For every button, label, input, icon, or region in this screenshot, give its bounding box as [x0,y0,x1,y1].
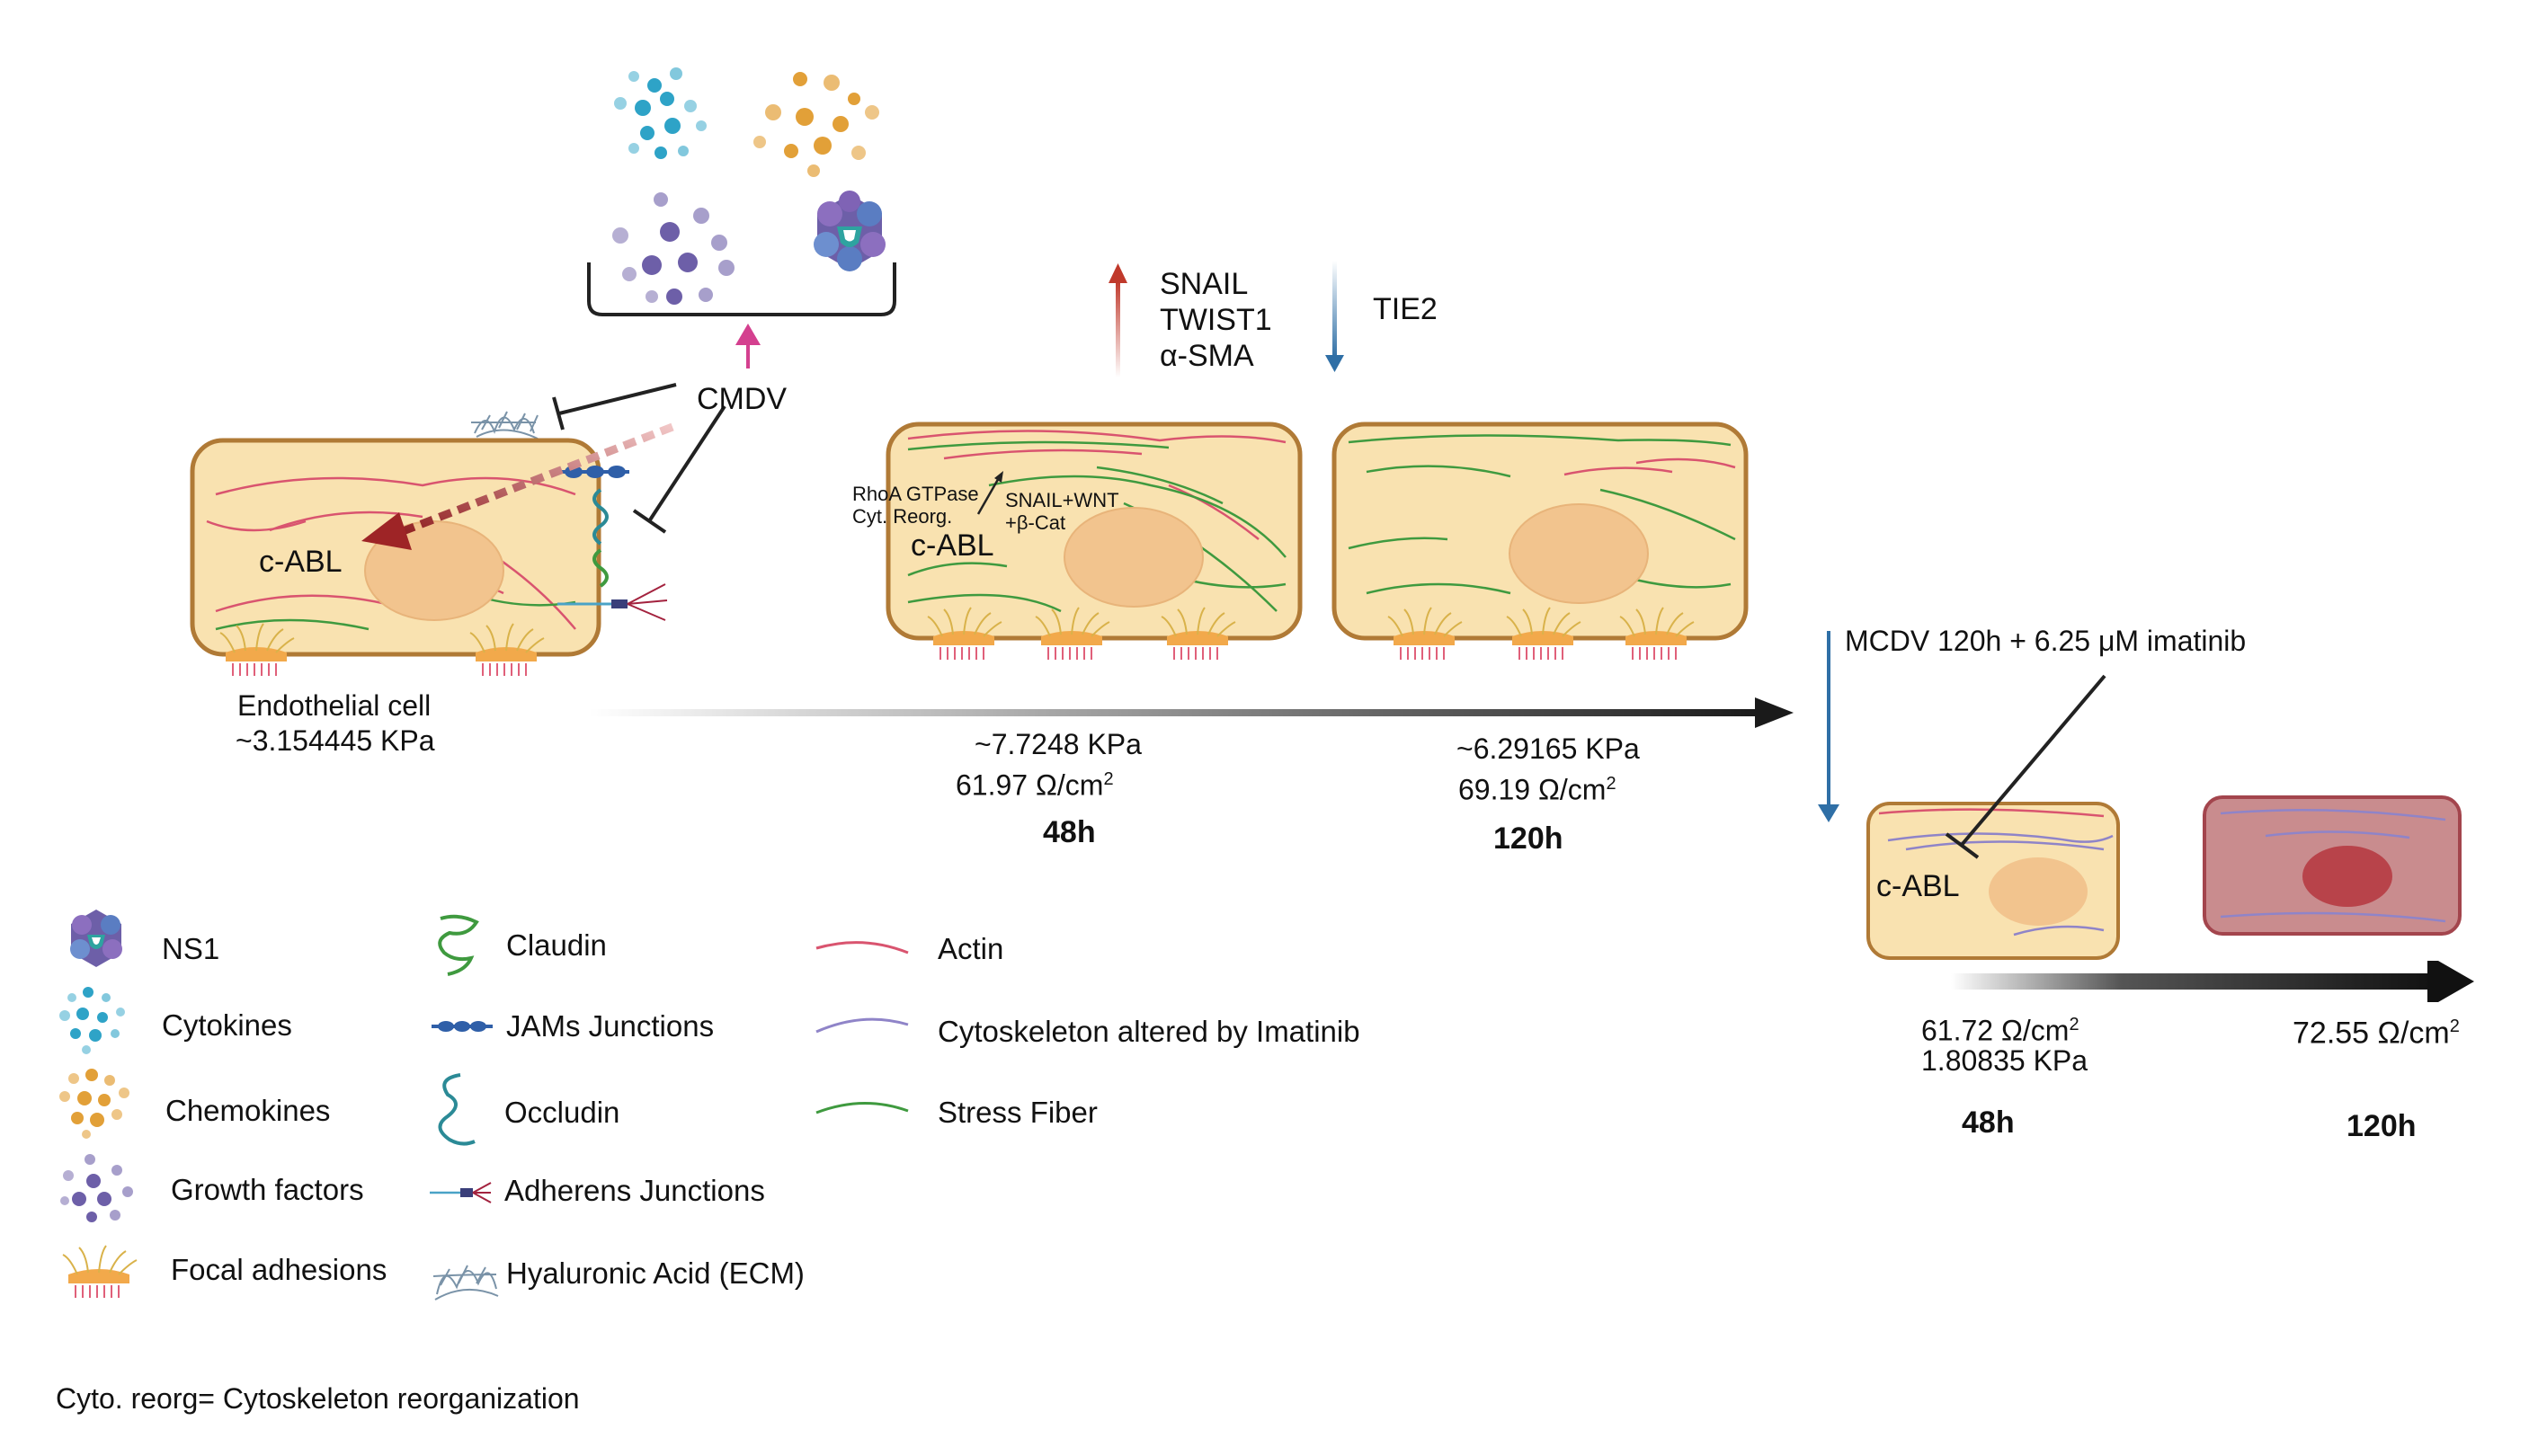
gene-snail: SNAIL [1160,267,1249,301]
legend-occludin-icon [438,1073,476,1146]
upregulation-arrow [1109,263,1127,377]
imatinib-resistance-48h-value: 61.72 Ω/cm [1921,1014,2070,1047]
gene-alpha-sma: α-SMA [1160,339,1254,373]
imatinib-cell-48h-nucleus [1989,857,2088,926]
legend-ns1-label: NS1 [162,932,220,965]
legend-claudin-label: Claudin [506,928,607,962]
legend-adherens-icon [430,1182,492,1203]
hyaluronic-acid-ecm [471,411,539,439]
legend-hyaluronic-acid-icon [432,1265,499,1301]
legend-cytokines-icon [59,987,125,1054]
stiffness-120h: ~6.29165 KPa [1456,732,1640,765]
imatinib-time-48h: 48h [1962,1105,2015,1140]
imatinib-resistance-120h-sup: 2 [2449,1017,2460,1036]
cup [587,262,896,316]
chemokines-cluster [753,72,879,177]
magenta-arrow-up [735,324,761,368]
upregulated-genes: SNAIL TWIST1 α-SMA [1160,266,1272,374]
legend-chemokines-label: Chemokines [165,1094,331,1127]
gene-tie2: TIE2 [1373,292,1438,326]
downregulation-arrow [1325,261,1344,372]
timeline-arrow-shaft [589,709,1758,716]
legend-focal-adhesions-label: Focal adhesions [171,1253,387,1286]
imatinib-time-120h: 120h [2346,1109,2417,1143]
resistance-120h-sup: 2 [1606,774,1616,794]
dashed-arrow-head [361,512,412,550]
imatinib-treatment-label: MCDV 120h + 6.25 μM imatinib [1845,625,2247,657]
imatinib-timeline-head [2427,961,2474,1002]
snail-line2: +β-Cat [1005,511,1066,534]
cmdv-label: CMDV [697,382,788,416]
imatinib-resistance-48h-sup: 2 [2069,1015,2079,1034]
legend-focal-adhesions-icon [62,1245,138,1299]
imatinib-cell-120h-fibers [2220,809,2446,923]
imatinib-down-arrow [1818,631,1839,822]
legend-chemokines-icon [59,1069,129,1139]
snail-arrow [976,475,1002,515]
ns1-icon [814,191,886,271]
imatinib-inhibition-line [1960,674,2106,847]
snail-arrow-head [994,471,1003,483]
resistance-120h-value: 69.19 Ω/cm [1458,773,1607,806]
imatinib-cell-fibers [1878,808,2114,937]
imatinib-timeline-shaft [1951,973,2436,990]
legend-stress-fiber-label: Stress Fiber [938,1096,1098,1129]
legend-growth-factors-label: Growth factors [171,1173,364,1206]
growth-factors-cluster [612,192,735,305]
legend-claudin-icon [438,914,479,976]
rhoa-line2: Cyt. Reorg. [852,505,953,528]
legend-growth-factors-icon [60,1154,133,1222]
cell-120h-actin [1563,457,1736,476]
rhoa-line1: RhoA GTPase [852,483,979,505]
imatinib-resistance-48h: 61.72 Ω/cm2 [1921,1008,2079,1048]
time-120h: 120h [1493,821,1563,856]
dashed-activation-arrow [392,422,674,539]
legend-jams-label: JAMs Junctions [506,1009,715,1043]
cell-48h-actin [907,430,1287,540]
cell-48h-nucleus [1064,507,1204,608]
baseline-caption-line2: ~3.154445 KPa [236,724,435,757]
timeline-arrow-head [1755,697,1794,728]
legend-adherens-label: Adherens Junctions [504,1174,765,1207]
imatinib-cell-120h-nucleus [2302,846,2392,907]
resistance-48h-sup: 2 [1103,769,1114,789]
legend-jams-icon [432,1021,493,1032]
baseline-junctions [557,466,668,621]
imatinib-stiffness-48h: 1.80835 KPa [1921,1044,2088,1077]
footnote: Cyto. reorg= Cytoskeleton reorganization [56,1382,580,1415]
imatinib-cabl-label: c-ABL [1876,869,1960,903]
resistance-120h: 69.19 Ω/cm2 [1458,767,1616,807]
time-48h: 48h [1043,815,1096,849]
legend-actin-label: Actin [938,932,1004,965]
legend-ns1-icon [70,910,122,967]
legend-stress-fiber-icon [815,1101,909,1114]
legend-occludin-label: Occludin [504,1096,620,1129]
resistance-48h-value: 61.97 Ω/cm [956,768,1104,802]
resistance-48h: 61.97 Ω/cm2 [956,762,1114,803]
legend-hyaluronic-label: Hyaluronic Acid (ECM) [506,1256,805,1290]
cytokines-cluster [614,67,707,159]
imatinib-resistance-120h: 72.55 Ω/cm2 [2293,1008,2460,1051]
legend-imatinib-fiber-icon [815,1017,909,1034]
snail-line1: SNAIL+WNT [1005,489,1119,511]
imatinib-resistance-120h-value: 72.55 Ω/cm [2293,1016,2450,1051]
stiffness-48h: ~7.7248 KPa [975,728,1142,760]
imatinib-inhibition-bar [1945,832,1980,859]
cell-120h-nucleus [1509,503,1649,604]
cmdv-inhibition-lines [552,383,726,534]
gene-twist1: TWIST1 [1160,303,1272,337]
legend-cytokines-label: Cytokines [162,1008,292,1042]
cell-48h-cabl-label: c-ABL [911,528,994,563]
legend-actin-icon [815,941,909,954]
legend-imatinib-fiber-label: Cytoskeleton altered by Imatinib [938,1015,1360,1048]
baseline-cabl-label: c-ABL [259,545,343,579]
baseline-caption-line1: Endothelial cell [237,689,432,722]
